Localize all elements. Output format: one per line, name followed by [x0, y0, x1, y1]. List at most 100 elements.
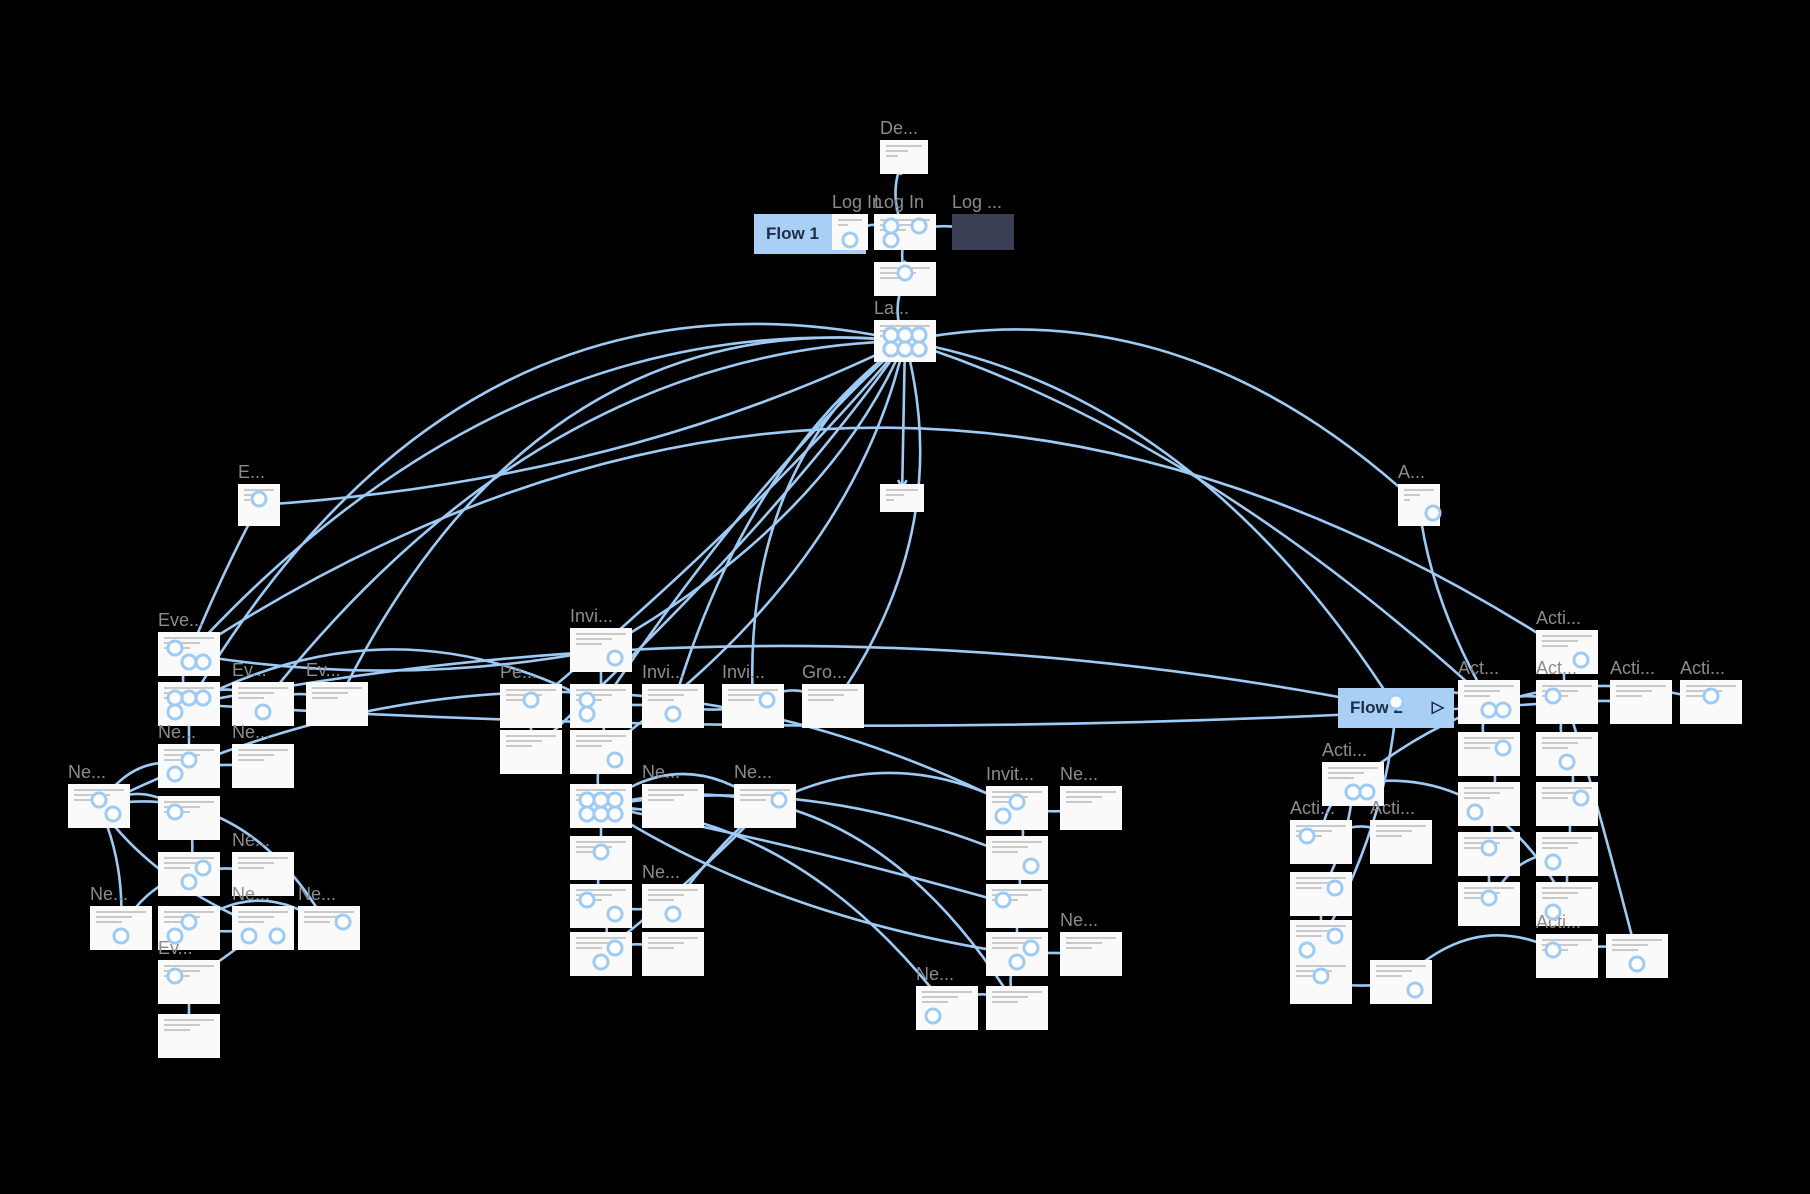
connector-act_top-to-acti_b[interactable] [1417, 504, 1491, 703]
connection-handle[interactable] [1480, 701, 1498, 719]
screen-frame-ne_left[interactable] [68, 784, 130, 828]
connection-handle[interactable] [592, 805, 610, 823]
connection-handle[interactable] [166, 765, 184, 783]
connector-landing-to-ev_b[interactable] [187, 322, 906, 705]
connection-handle[interactable] [334, 913, 352, 931]
connection-handle[interactable] [841, 231, 859, 249]
connection-handle[interactable] [896, 264, 914, 282]
connection-handle[interactable] [1312, 967, 1330, 985]
connection-handle[interactable] [1480, 889, 1498, 907]
connection-handle[interactable] [180, 751, 198, 769]
connection-handle[interactable] [1544, 687, 1562, 705]
connection-handle[interactable] [112, 927, 130, 945]
connector-landing-to-acti_b[interactable] [904, 339, 1490, 703]
connection-handle[interactable] [166, 639, 184, 657]
connection-handle[interactable] [758, 691, 776, 709]
connection-handle[interactable] [1326, 927, 1344, 945]
connection-handle[interactable] [194, 859, 212, 877]
screen-frame-ev_e[interactable] [158, 960, 220, 1004]
screen-frame-inv_e[interactable] [570, 730, 632, 774]
connector-ev_b-to-inv_b[interactable] [188, 648, 602, 708]
connector-landing-to-act_top[interactable] [904, 328, 1420, 506]
connection-handle[interactable] [1008, 953, 1026, 971]
play-icon[interactable]: ▷ [1431, 699, 1444, 716]
screen-frame-col_c2[interactable] [986, 884, 1048, 928]
connection-handle[interactable] [882, 231, 900, 249]
connection-handle[interactable] [606, 939, 624, 957]
connection-handle[interactable] [1494, 701, 1512, 719]
connection-handle[interactable] [882, 217, 900, 235]
screen-frame-inv_f[interactable] [986, 786, 1048, 830]
connection-handle[interactable] [1298, 941, 1316, 959]
connection-handle[interactable] [896, 340, 914, 358]
connection-handle[interactable] [1022, 857, 1040, 875]
connection-handle[interactable] [1628, 955, 1646, 973]
connector-landing-to-flow2[interactable] [904, 339, 1398, 709]
connection-handle[interactable] [1544, 903, 1562, 921]
screen-frame-ne_c[interactable] [232, 852, 294, 896]
screen-frame-col_d1[interactable] [1458, 732, 1520, 776]
connection-handle[interactable] [882, 340, 900, 358]
screen-frame-ne_e[interactable] [232, 906, 294, 950]
connection-handle[interactable] [1572, 789, 1590, 807]
connection-handle[interactable] [104, 805, 122, 823]
connection-handle[interactable] [1387, 693, 1405, 711]
screen-frame-ev_f[interactable] [158, 1014, 220, 1058]
connection-handle[interactable] [578, 691, 596, 709]
connection-handle[interactable] [1572, 651, 1590, 669]
connection-handle[interactable] [606, 751, 624, 769]
screen-frame-acti_h[interactable] [1370, 820, 1432, 864]
connection-handle[interactable] [578, 891, 596, 909]
connection-handle[interactable] [606, 905, 624, 923]
connection-handle[interactable] [592, 953, 610, 971]
connector-ev_b-to-flow2[interactable] [188, 644, 1397, 710]
connection-handle[interactable] [180, 653, 198, 671]
connection-handle[interactable] [1544, 941, 1562, 959]
screen-frame-pe_b[interactable] [500, 730, 562, 774]
connection-handle[interactable] [166, 927, 184, 945]
connection-handle[interactable] [606, 805, 624, 823]
screen-frame-col_b2[interactable] [570, 884, 632, 928]
screen-frame-col_f1[interactable] [1290, 872, 1352, 916]
connection-handle[interactable] [1344, 783, 1362, 801]
connector-ne_f-to-ne_left[interactable] [98, 800, 331, 929]
connection-handle[interactable] [180, 689, 198, 707]
connection-handle[interactable] [1298, 827, 1316, 845]
connection-handle[interactable] [166, 703, 184, 721]
screen-frame-col_a1[interactable] [158, 796, 220, 840]
connection-handle[interactable] [166, 803, 184, 821]
screen-frame-det[interactable] [880, 140, 928, 174]
connector-landing-to-ev_c[interactable] [261, 339, 906, 705]
screen-frame-ev_d[interactable] [306, 682, 368, 726]
connection-handle[interactable] [1326, 879, 1344, 897]
screen-frame-col_f4[interactable] [1370, 960, 1432, 1004]
connection-handle[interactable] [1008, 793, 1026, 811]
connection-handle[interactable] [254, 703, 272, 721]
screen-frame-mid_small[interactable] [880, 484, 924, 512]
connection-handle[interactable] [1544, 853, 1562, 871]
connection-handle[interactable] [1406, 981, 1424, 999]
connector-landing-to-gro[interactable] [831, 340, 922, 707]
screen-frame-col_c4[interactable] [986, 986, 1048, 1030]
screen-frame-ne_l[interactable] [1060, 932, 1122, 976]
screen-frame-acti_i[interactable] [1536, 934, 1598, 978]
connection-handle[interactable] [1702, 687, 1720, 705]
screen-frame-col_b4[interactable] [642, 932, 704, 976]
connection-handle[interactable] [1424, 504, 1442, 522]
connection-handle[interactable] [268, 927, 286, 945]
connection-handle[interactable] [166, 967, 184, 985]
screen-frame-acti_a[interactable] [1536, 630, 1598, 674]
screen-frame-acti_d[interactable] [1610, 680, 1672, 724]
screen-frame-col_d2[interactable] [1458, 782, 1520, 826]
connection-handle[interactable] [1558, 753, 1576, 771]
screen-frame-col_f2[interactable] [1290, 920, 1352, 964]
screen-frame-col_e3[interactable] [1536, 832, 1598, 876]
screen-frame-col_e2[interactable] [1536, 782, 1598, 826]
screen-frame-col_e4[interactable] [1536, 882, 1598, 926]
connection-handle[interactable] [664, 905, 682, 923]
connection-handle[interactable] [664, 705, 682, 723]
connection-handle[interactable] [770, 791, 788, 809]
connection-handle[interactable] [1358, 783, 1376, 801]
connector-ev_a-to-acti_a[interactable] [188, 426, 1568, 656]
